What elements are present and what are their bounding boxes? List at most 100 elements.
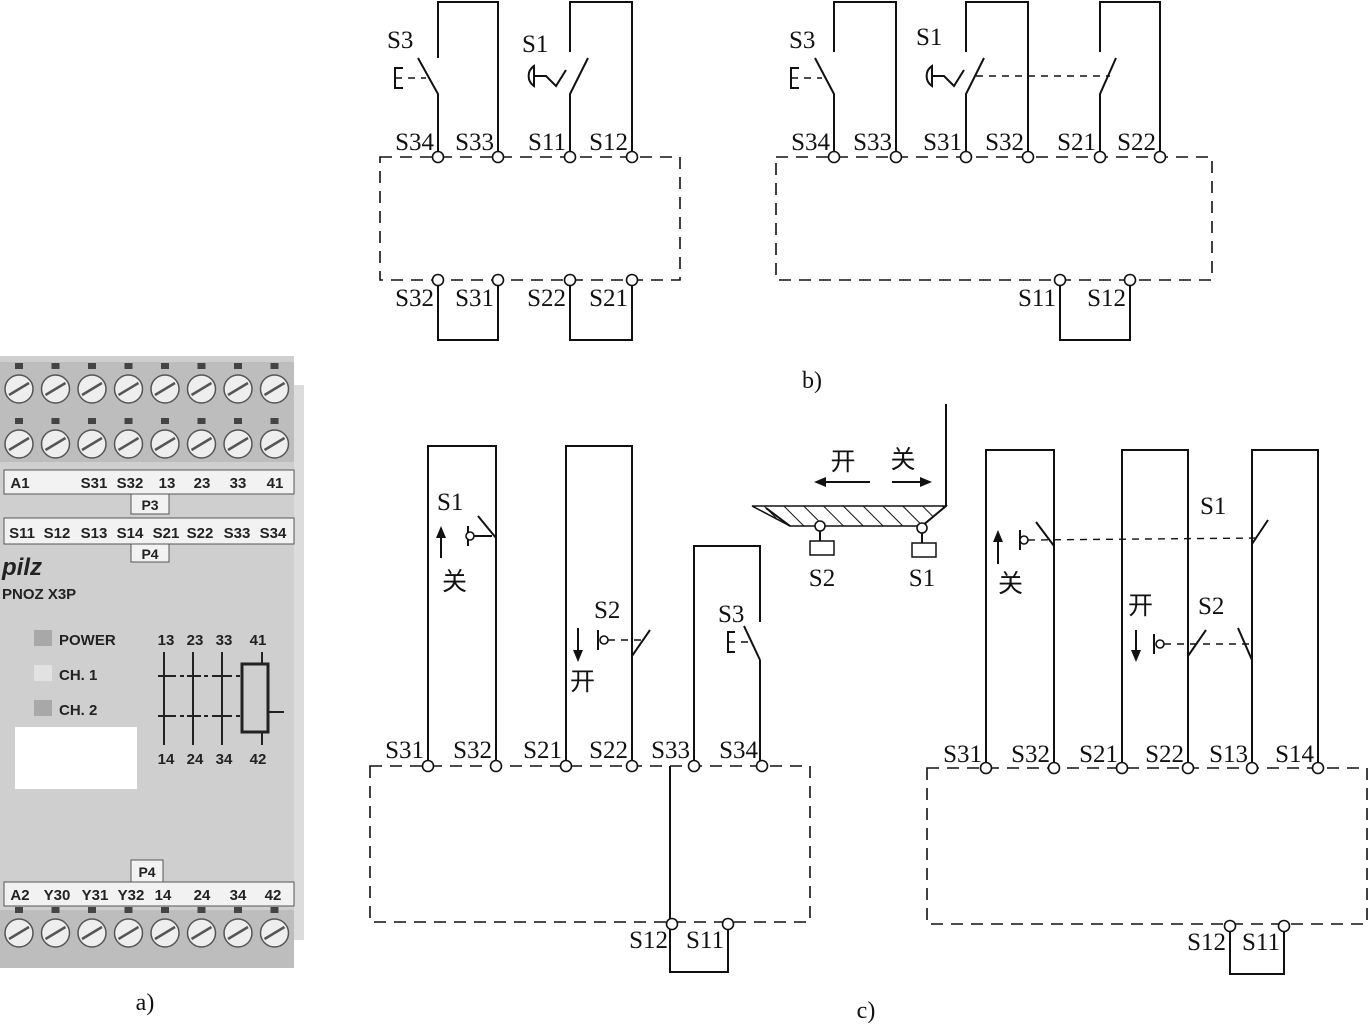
c-right-dir-open: 开	[1128, 593, 1153, 620]
door-open-label: 开	[830, 449, 855, 476]
door-switch-label-s2: S2	[809, 565, 835, 592]
terminal-label: S13	[81, 525, 108, 542]
terminal-label: S12	[1087, 285, 1126, 312]
terminal-label: S12	[1187, 929, 1226, 956]
screw-terminals-bottom	[4, 907, 290, 948]
terminal-node	[1245, 761, 1259, 775]
switch-label-s1: S1	[916, 24, 942, 51]
terminal-node	[491, 150, 505, 164]
c-right-dir-close: 关	[998, 570, 1023, 598]
limit-switch-s1	[911, 542, 937, 558]
terminal-node	[625, 759, 639, 773]
terminal-node	[421, 759, 435, 773]
terminal-node	[889, 150, 903, 164]
terminal-node	[491, 273, 505, 287]
terminal-strip-p3	[3, 469, 295, 495]
terminal-node	[755, 759, 769, 773]
switch-label-s3: S3	[789, 27, 815, 54]
terminal-node	[1311, 761, 1325, 775]
terminal-label: 14	[158, 751, 175, 768]
terminal-label: 41	[267, 475, 284, 492]
door-guard-illustration: 开 关 S2 S1	[751, 404, 949, 592]
label-plate	[15, 727, 137, 789]
terminal-label: S21	[1079, 741, 1118, 768]
terminal-label: Y30	[44, 887, 71, 904]
ch2-led	[34, 700, 52, 716]
led-label-ch2: CH. 2	[59, 702, 97, 719]
terminal-label: S31	[81, 475, 108, 492]
terminal-node	[431, 150, 445, 164]
c-left-dir-open: 开	[570, 669, 595, 696]
terminal-label: Y32	[118, 887, 145, 904]
terminal-node	[1277, 919, 1291, 933]
brand-logo: pilz	[1, 554, 42, 581]
terminal-label: S11	[686, 927, 724, 954]
relay-box-c-right	[926, 767, 1368, 925]
terminal-label: S32	[985, 129, 1024, 156]
relay-box-c-left	[369, 765, 811, 923]
c-left-label-s3: S3	[718, 601, 744, 628]
terminal-label: S33	[853, 129, 892, 156]
terminal-label: S32	[117, 475, 144, 492]
terminal-label: S14	[1275, 741, 1314, 768]
terminal-label: S31	[455, 285, 494, 312]
terminal-label: 13	[158, 632, 175, 649]
terminal-label: Y31	[82, 887, 109, 904]
door-close-label: 关	[890, 446, 915, 474]
terminal-label: S22	[1145, 741, 1184, 768]
switch-label-s1: S1	[522, 31, 548, 58]
device-side-edge	[294, 385, 304, 940]
terminal-node	[1123, 273, 1137, 287]
terminal-label: 24	[194, 887, 211, 904]
terminal-label: S33	[224, 525, 251, 542]
c-left-label-s1: S1	[437, 489, 463, 516]
terminal-label: 42	[265, 887, 282, 904]
c-left-label-s2: S2	[594, 597, 620, 624]
p4-tag-box	[130, 543, 170, 563]
terminal-node	[1223, 919, 1237, 933]
terminal-label: S12	[629, 927, 668, 954]
terminal-label: S33	[455, 129, 494, 156]
terminal-node	[489, 759, 503, 773]
p4-bottom-tag: P4	[138, 864, 155, 880]
terminal-label: 13	[159, 475, 176, 492]
p4-tag: P4	[141, 546, 158, 562]
power-led	[34, 630, 52, 646]
terminal-label: S31	[943, 741, 982, 768]
terminal-node	[625, 273, 639, 287]
terminal-label: S34	[260, 525, 287, 542]
terminal-node	[563, 273, 577, 287]
terminal-label: S31	[923, 129, 962, 156]
terminal-node	[1053, 273, 1067, 287]
terminal-label: S21	[1057, 129, 1096, 156]
terminal-label: S21	[589, 285, 628, 312]
terminal-label: S32	[1011, 741, 1050, 768]
led-label-ch1: CH. 1	[59, 667, 97, 684]
ch1-led	[34, 665, 52, 681]
limit-switch-s2	[809, 540, 835, 556]
caption-a: a)	[136, 990, 155, 1016]
terminal-label: 42	[250, 751, 267, 768]
terminal-label: S21	[523, 737, 562, 764]
terminal-strip-bottom	[3, 881, 295, 907]
terminal-label: S22	[589, 737, 628, 764]
terminal-label: 34	[216, 751, 233, 768]
sliding-door	[751, 505, 949, 527]
terminal-label: S32	[395, 285, 434, 312]
terminal-label: 34	[230, 887, 247, 904]
door-switch-label-s1: S1	[909, 565, 935, 592]
terminal-node	[1021, 150, 1035, 164]
p3-tag-box	[130, 493, 170, 515]
terminal-label: S31	[385, 737, 424, 764]
p3-tag: P3	[141, 497, 158, 513]
